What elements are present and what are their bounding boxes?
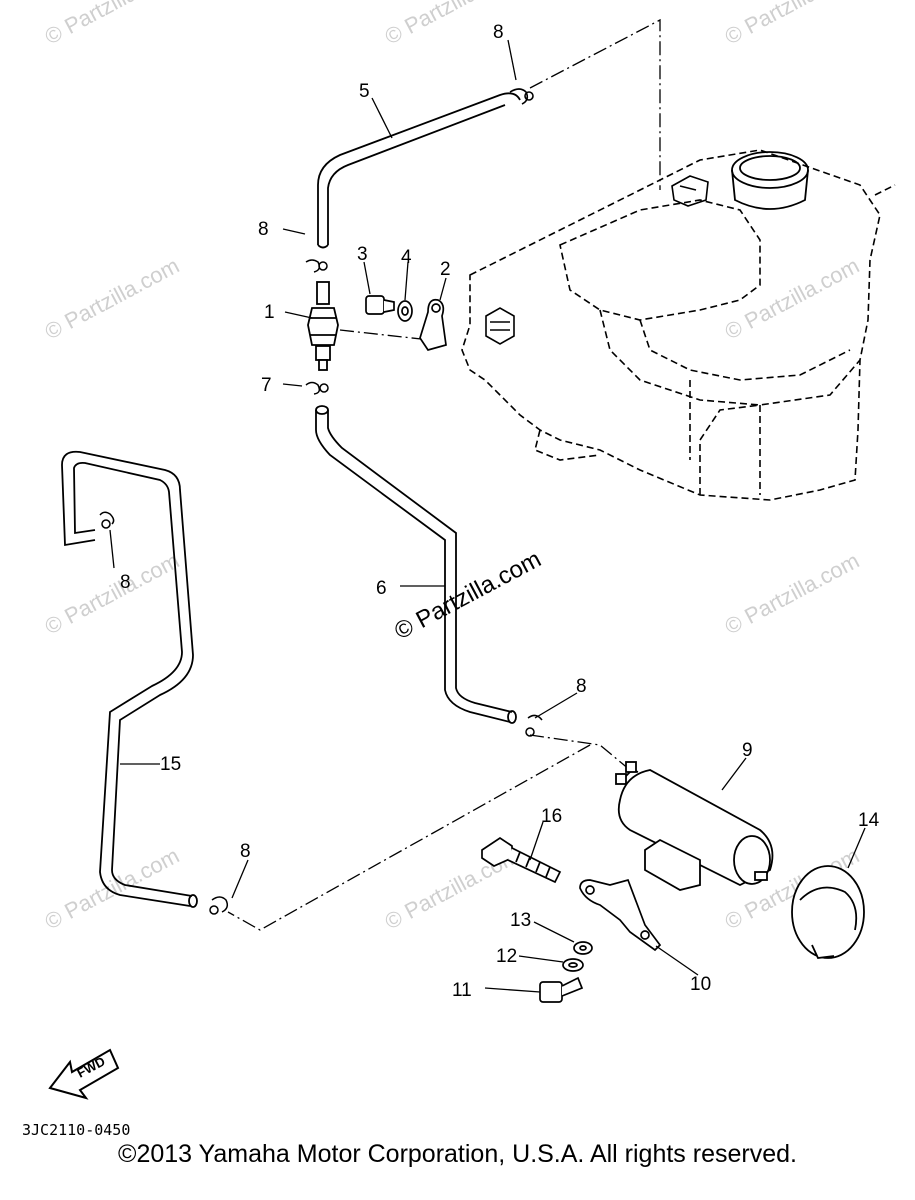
callout-4: 4 [401,247,412,268]
watermark: © Partzilla.com [41,548,184,640]
callout-10: 10 [690,974,711,995]
clip-8-hose6 [525,714,543,737]
bolt-11 [539,976,584,1003]
watermark-center: © Partzilla.com [390,546,545,646]
fuel-cap [731,151,809,210]
hose-5 [317,92,521,249]
callouts: 8 5 8 3 4 2 1 7 6 8 9 15 16 14 8 8 13 12… [120,22,880,1001]
watermark: © Partzilla.com [721,548,864,640]
fuel-tank [461,149,896,501]
copyright-notice: ©2013 Yamaha Motor Corporation, U.S.A. A… [118,1140,797,1168]
diagram-code: 3JC2110-0450 [22,1121,130,1139]
callout-3: 3 [357,244,368,265]
callout-15: 15 [160,754,181,775]
washer-4 [397,300,413,322]
callout-8: 8 [576,676,587,697]
bolt-3 [365,295,395,315]
clip-7 [305,381,329,395]
hose-15 [61,450,198,908]
callout-14: 14 [858,810,880,831]
clip-8-filter [305,259,328,273]
washer-13 [573,941,593,955]
fuel-filter [307,281,339,371]
watermarks: © Partzilla.com © Partzilla.com © Partzi… [41,0,864,934]
callout-8: 8 [258,219,269,240]
callout-9: 9 [742,740,753,761]
fwd-arrow-icon: FWD [48,1048,120,1100]
callout-11: 11 [452,980,472,1001]
callout-8: 8 [120,572,131,593]
watermark: © Partzilla.com [41,253,184,345]
callout-13: 13 [510,910,531,931]
bracket-10 [579,878,662,952]
bolt-16 [481,836,562,884]
routing-lines [227,18,661,931]
watermark: © Partzilla.com [41,0,184,49]
clip-8-top [509,88,534,105]
callout-2: 2 [440,259,451,280]
callout-1: 1 [264,302,275,323]
tank-bracket [485,175,709,345]
cover-14 [791,865,865,959]
callout-6: 6 [376,578,387,599]
hose-6 [315,405,517,724]
watermark: © Partzilla.com [721,0,864,49]
callout-7: 7 [261,375,272,396]
clip-8-hose15-lower [209,896,229,915]
callout-5: 5 [359,81,370,102]
clip-8-hose15-upper [99,511,115,529]
callout-leaders [109,39,866,993]
clamp-2 [419,298,447,351]
callout-8: 8 [240,841,251,862]
callout-12: 12 [496,946,517,967]
washer-12 [562,958,584,972]
fuel-pump [615,761,774,891]
callout-16: 16 [541,806,562,827]
callout-8: 8 [493,22,504,43]
